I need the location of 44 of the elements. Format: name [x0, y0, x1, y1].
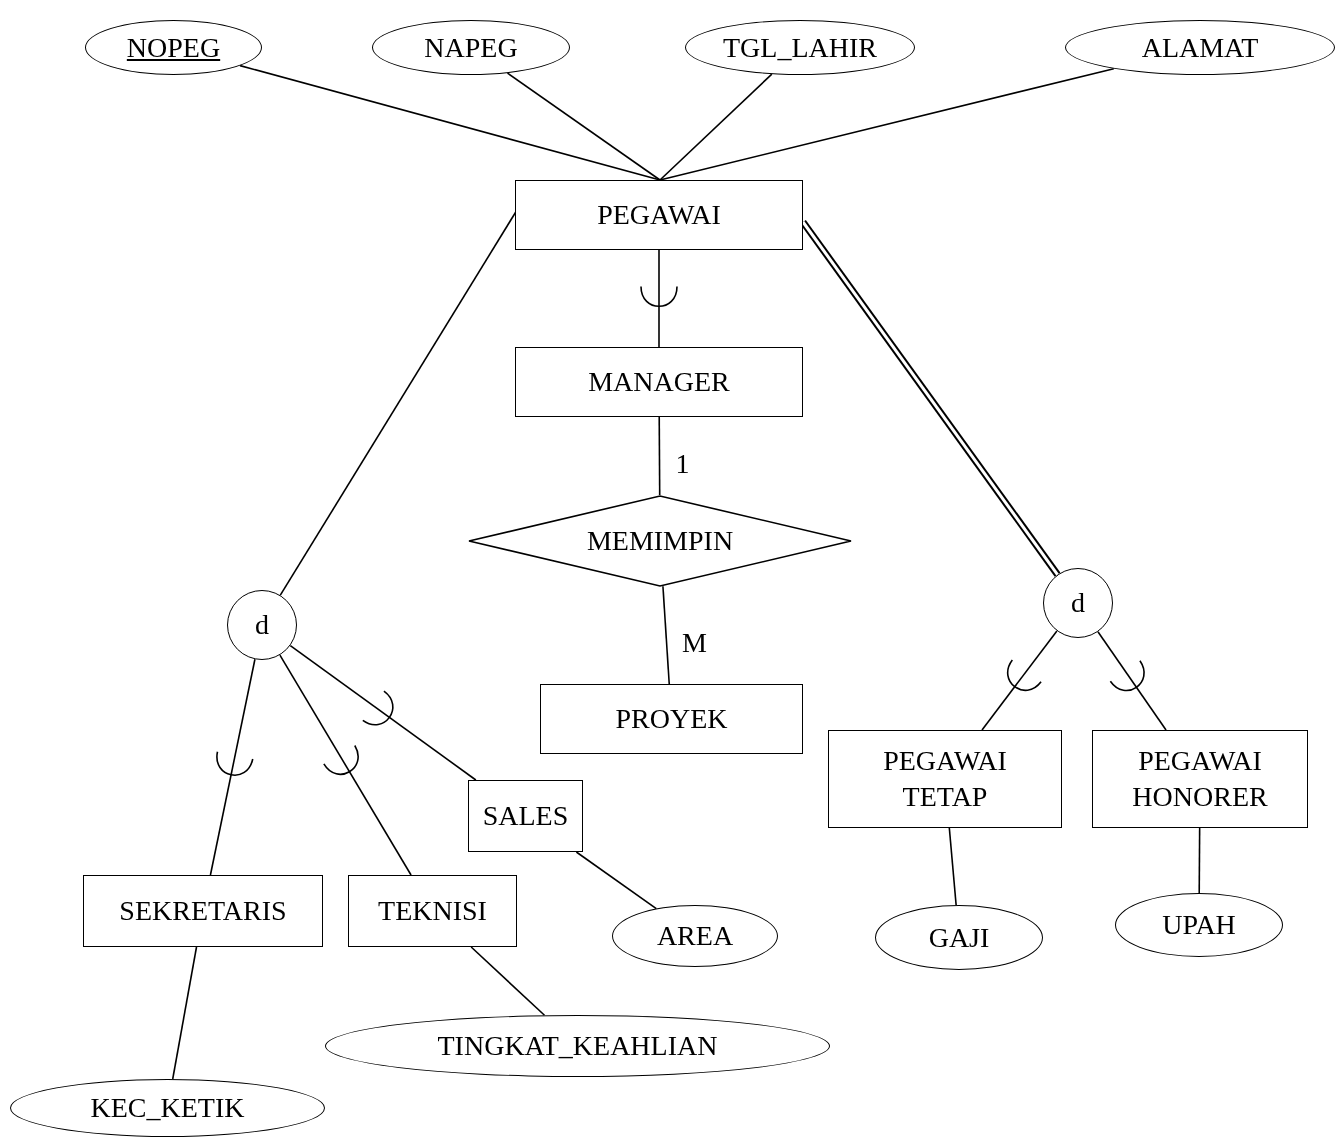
relationship-diamond	[468, 495, 852, 587]
node-label: ALAMAT	[1141, 30, 1259, 65]
node-label: PEGAWAI	[597, 198, 721, 232]
node-label: UPAH	[1162, 908, 1236, 942]
node-label: PEGAWAI HONORER	[1131, 744, 1269, 814]
entity-box	[348, 875, 517, 947]
node-label: MANAGER	[588, 365, 730, 399]
node-label: d	[255, 608, 269, 642]
connector-line	[981, 630, 1058, 731]
node-label: d	[1071, 586, 1085, 620]
node-label: PROYEK	[615, 702, 728, 736]
entity-box	[468, 780, 583, 852]
connector-line	[289, 644, 477, 781]
entity-box	[515, 180, 803, 250]
node-label: TEKNISI	[378, 894, 487, 928]
entity-box	[1092, 730, 1308, 828]
connector-line	[279, 654, 412, 876]
connector-line	[658, 416, 661, 496]
connector-line	[1097, 630, 1167, 731]
node-label: SEKRETARIS	[119, 894, 287, 928]
node-label: TGL_LAHIR	[723, 30, 877, 65]
node-label: PEGAWAI TETAP	[882, 744, 1008, 814]
node-label: AREA	[656, 919, 734, 953]
connector-line	[658, 249, 660, 348]
node-label: MEMIMPIN	[586, 524, 734, 558]
entity-box	[83, 875, 323, 947]
node-label: GAJI	[928, 920, 990, 955]
connector-line	[659, 73, 773, 181]
entity-box	[828, 730, 1062, 828]
entity-box	[515, 347, 803, 417]
connector-line	[948, 827, 957, 906]
connector-line	[575, 851, 658, 910]
connector-line	[662, 585, 671, 685]
connector-line	[659, 67, 1115, 181]
connector-line	[1198, 827, 1201, 894]
node-label: NAPEG	[424, 30, 518, 65]
node-label: SALES	[482, 799, 569, 833]
node-label: NOPEG	[126, 30, 221, 65]
connector-line	[171, 946, 198, 1080]
connector-line	[470, 946, 546, 1017]
connector-line	[209, 658, 256, 876]
node-label: KEC_KETIK	[90, 1091, 245, 1125]
entity-box	[540, 684, 803, 754]
node-label: TINGKAT_KEAHLIAN	[437, 1029, 718, 1063]
